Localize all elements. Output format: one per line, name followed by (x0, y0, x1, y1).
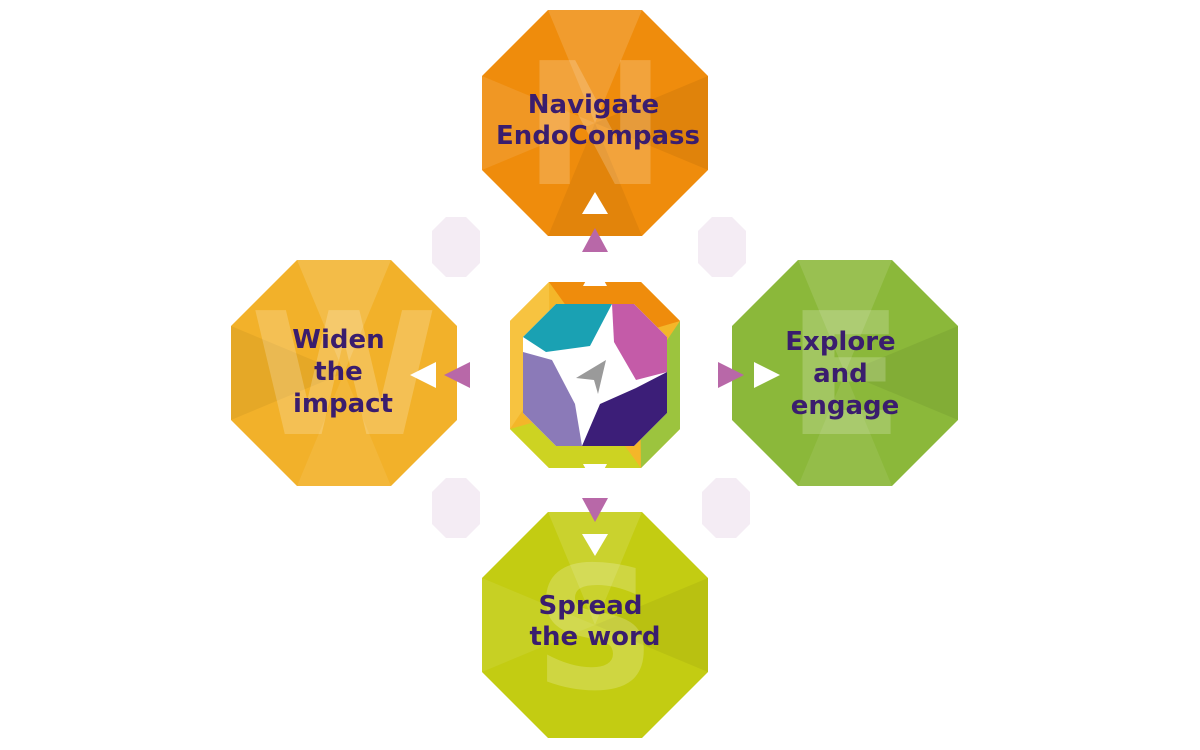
label-east-line-1: Explore (785, 327, 895, 357)
label-south: Spread the word (530, 591, 661, 652)
connector-arrows (444, 228, 744, 522)
center-hub (486, 264, 704, 486)
facet-north-3 (482, 76, 595, 170)
label-west-line-3: impact (293, 389, 393, 419)
facet-east-3 (798, 373, 892, 486)
decor-dot-sw (432, 478, 480, 538)
label-west-line-2: the (314, 357, 363, 387)
letter-east: E (787, 277, 903, 475)
arrow-to-north-icon (582, 228, 608, 252)
facet-south-2 (595, 578, 708, 672)
node-east: E Explore and engage (732, 260, 958, 486)
facet-west-3 (297, 373, 391, 486)
logo-lavender-blade (523, 352, 582, 446)
facet-south-3 (482, 578, 595, 672)
arrow-to-east-icon (718, 362, 744, 388)
facet-south-1 (548, 512, 642, 625)
node-entry-arrows (410, 192, 780, 556)
hub-arrow-west-icon (486, 363, 508, 387)
decor-dot-nw (432, 217, 480, 277)
west-node-arrow-icon (410, 362, 436, 388)
facet-east-1 (798, 260, 892, 373)
label-north-line-2: EndoCompass (496, 121, 700, 151)
label-south-line-1: Spread (538, 591, 642, 621)
facet-north-4 (548, 123, 642, 236)
south-node-arrow-icon (582, 534, 608, 556)
facet-north-2 (595, 76, 708, 170)
node-west: W Widen the impact (231, 260, 457, 486)
north-node-arrow-icon (582, 192, 608, 214)
letter-south: S (534, 531, 656, 729)
arrow-to-south-icon (582, 498, 608, 522)
label-north: Navigate EndoCompass (496, 90, 700, 151)
logo-center-arrow-icon (576, 360, 606, 394)
label-south-line-2: the word (530, 622, 661, 652)
node-north: N Navigate EndoCompass (482, 10, 708, 236)
label-east-line-3: engage (791, 391, 900, 421)
logo-purple-blade (582, 372, 667, 446)
label-west-line-1: Widen (292, 325, 384, 355)
label-east: Explore and engage (785, 327, 904, 421)
logo-pink-blade (612, 304, 667, 380)
facet-east-2 (845, 326, 958, 420)
facet-north-1 (548, 10, 642, 123)
hub-arrow-north-icon (583, 264, 607, 286)
facet-west-2 (231, 326, 344, 420)
octagon-east (732, 260, 958, 486)
decor-dot-ne (698, 217, 746, 277)
node-south: S Spread the word (482, 512, 708, 738)
compass-logo-icon (523, 304, 667, 446)
decor-dot-se (702, 478, 750, 538)
logo-teal-blade (523, 304, 612, 352)
decorative-dots (432, 217, 750, 538)
east-node-arrow-icon (754, 362, 780, 388)
octagon-north (482, 10, 708, 236)
arrow-to-west-icon (444, 362, 470, 388)
hub-arrow-east-icon (682, 363, 704, 387)
hub-arrow-south-icon (583, 464, 607, 486)
letter-west: W (250, 277, 438, 475)
label-west: Widen the impact (292, 325, 393, 419)
label-north-line-1: Navigate (528, 90, 659, 120)
facet-west-1 (297, 260, 391, 373)
label-east-line-2: and (813, 359, 868, 389)
octagon-south (482, 512, 708, 738)
octagon-west (231, 260, 457, 486)
